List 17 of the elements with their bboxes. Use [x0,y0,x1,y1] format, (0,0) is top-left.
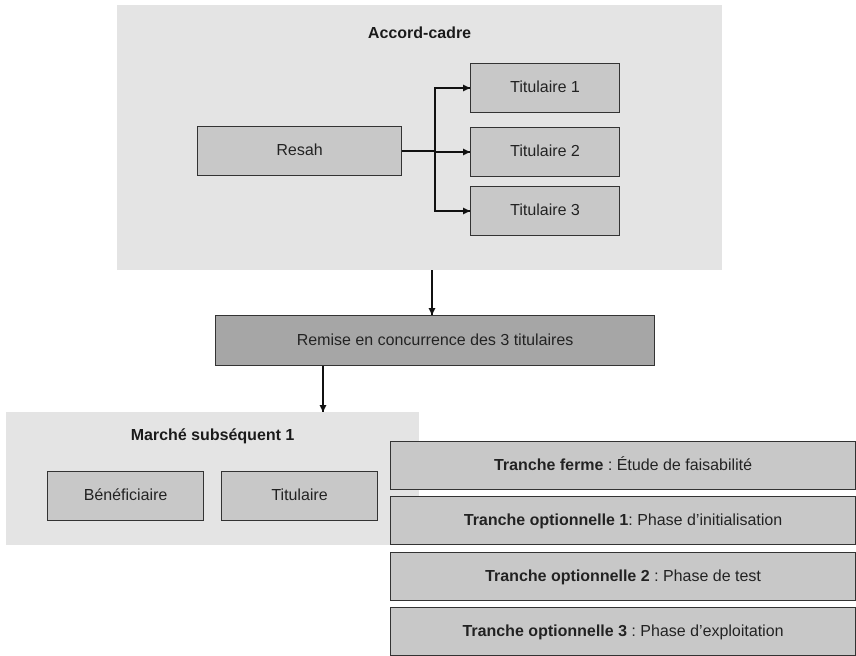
panel-heading: Marché subséquent 1 [130,427,296,445]
process-box: Titulaire 1 [470,63,620,113]
process-box: Bénéficiaire [47,471,204,521]
group-panel [6,412,419,545]
process-box: Tranche optionnelle 3 : Phase d’exploitation [390,607,856,656]
group-panel [117,5,722,270]
process-box: Titulaire 2 [470,127,620,177]
process-box: Tranche optionnelle 1: Phase d’initialisation [390,496,856,545]
process-box: Titulaire [221,471,378,521]
process-box: Titulaire 3 [470,186,620,236]
arrow [428,270,436,315]
process-box: Tranche ferme : Étude de faisabilité [390,441,856,490]
process-box: Tranche optionnelle 2 : Phase de test [390,552,856,601]
process-box: Resah [197,126,402,176]
arrow [320,366,326,412]
process-box: Remise en concurrence des 3 titulaires [215,315,655,366]
panel-heading: Accord-cadre [366,25,472,43]
